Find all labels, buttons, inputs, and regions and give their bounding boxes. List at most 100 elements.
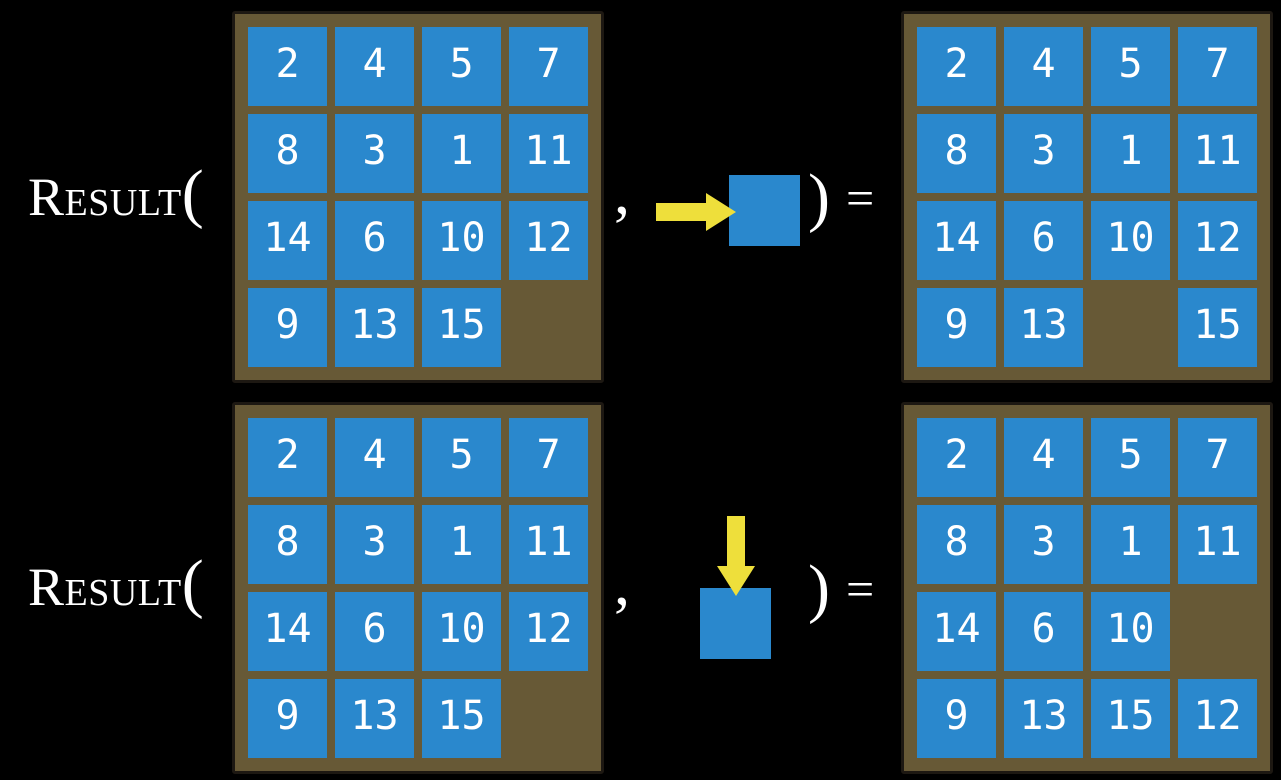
puzzle-tile-9: 9 — [248, 288, 327, 367]
puzzle-tile-4: 4 — [1004, 27, 1083, 106]
tile-number: 12 — [524, 214, 573, 261]
tile-number: 5 — [1118, 40, 1143, 87]
puzzle-tile-1: 1 — [422, 505, 501, 584]
tile-number: 13 — [1019, 301, 1068, 348]
tile-number: 4 — [1031, 431, 1056, 478]
tile-number: 5 — [449, 40, 474, 87]
tile-number: 2 — [275, 40, 300, 87]
puzzle-tile-5: 5 — [1091, 418, 1170, 497]
puzzle-tile-8: 8 — [248, 505, 327, 584]
close-paren-glyph: ) — [808, 552, 830, 625]
puzzle-tile-11: 11 — [509, 505, 588, 584]
puzzle-tile-13: 13 — [1004, 679, 1083, 758]
puzzle-tile-1: 1 — [1091, 114, 1170, 193]
tile-number: 11 — [524, 518, 573, 565]
tile-number: 15 — [1106, 692, 1155, 739]
puzzle-tile-9: 9 — [917, 288, 996, 367]
puzzle-tile-3: 3 — [1004, 505, 1083, 584]
puzzle-tile-7: 7 — [1178, 27, 1257, 106]
puzzle-tile-10: 10 — [422, 201, 501, 280]
puzzle-tile-11: 11 — [509, 114, 588, 193]
equals-sign: = — [845, 561, 875, 617]
tile-number: 8 — [275, 127, 300, 174]
tile-number: 8 — [944, 518, 969, 565]
tile-number: 2 — [275, 431, 300, 478]
tile-number: 15 — [437, 301, 486, 348]
function-name-text: Result — [28, 557, 182, 617]
tile-number: 9 — [275, 301, 300, 348]
function-name-text: Result — [28, 167, 182, 227]
tile-number: 2 — [944, 431, 969, 478]
puzzle-tile-1: 1 — [422, 114, 501, 193]
tile-number: 13 — [350, 301, 399, 348]
puzzle-tile-10: 10 — [1091, 201, 1170, 280]
tile-number: 10 — [1106, 214, 1155, 261]
puzzle-tile-6: 6 — [335, 592, 414, 671]
puzzle-tile-8: 8 — [248, 114, 327, 193]
puzzle-tile-11: 11 — [1178, 505, 1257, 584]
puzzle-tile-15: 15 — [1091, 679, 1170, 758]
tile-number: 15 — [437, 692, 486, 739]
tile-number: 3 — [1031, 127, 1056, 174]
puzzle-tile-12: 12 — [509, 201, 588, 280]
puzzle-tile-2: 2 — [917, 27, 996, 106]
moved-tile-square — [700, 588, 771, 659]
tile-number: 4 — [362, 40, 387, 87]
puzzle-tile-5: 5 — [422, 27, 501, 106]
tile-number: 10 — [437, 605, 486, 652]
result-function-label: Result( — [28, 161, 204, 227]
close-paren-equals: ) = — [808, 158, 874, 238]
puzzle-tile-3: 3 — [335, 114, 414, 193]
puzzle-tile-15: 15 — [422, 679, 501, 758]
empty-cell — [509, 288, 588, 367]
puzzle-tile-13: 13 — [335, 288, 414, 367]
open-paren-glyph: ( — [181, 547, 205, 620]
close-paren-equals: ) = — [808, 549, 874, 629]
tile-number: 5 — [449, 431, 474, 478]
tile-number: 8 — [275, 518, 300, 565]
puzzle-tile-6: 6 — [1004, 201, 1083, 280]
tile-number: 14 — [932, 605, 981, 652]
tile-number: 9 — [944, 692, 969, 739]
puzzle-tile-9: 9 — [917, 679, 996, 758]
moved-tile-square — [729, 175, 800, 246]
puzzle-tile-4: 4 — [1004, 418, 1083, 497]
empty-cell — [1091, 288, 1170, 367]
tile-number: 13 — [350, 692, 399, 739]
puzzle-tile-5: 5 — [422, 418, 501, 497]
puzzle-tile-2: 2 — [248, 27, 327, 106]
close-paren-glyph: ) — [808, 161, 830, 234]
tile-number: 7 — [536, 431, 561, 478]
puzzle-tile-1: 1 — [1091, 505, 1170, 584]
tile-number: 4 — [1031, 40, 1056, 87]
puzzle-tile-9: 9 — [248, 679, 327, 758]
puzzle-tile-10: 10 — [1091, 592, 1170, 671]
puzzle-tile-12: 12 — [509, 592, 588, 671]
tile-number: 8 — [944, 127, 969, 174]
tile-number: 5 — [1118, 431, 1143, 478]
tile-number: 6 — [362, 605, 387, 652]
puzzle-tile-14: 14 — [248, 201, 327, 280]
tile-number: 13 — [1019, 692, 1068, 739]
puzzle-tile-7: 7 — [1178, 418, 1257, 497]
tile-number: 7 — [1205, 431, 1230, 478]
empty-cell — [1178, 592, 1257, 671]
result-function-label: Result( — [28, 551, 204, 617]
comma-separator: , — [614, 547, 630, 618]
tile-number: 1 — [449, 127, 474, 174]
tile-number: 12 — [1193, 214, 1242, 261]
tile-number: 10 — [1106, 605, 1155, 652]
tile-number: 6 — [362, 214, 387, 261]
puzzle-tile-13: 13 — [335, 679, 414, 758]
tile-number: 6 — [1031, 605, 1056, 652]
tile-number: 14 — [263, 214, 312, 261]
tile-number: 6 — [1031, 214, 1056, 261]
tile-number: 11 — [1193, 518, 1242, 565]
tile-number: 14 — [932, 214, 981, 261]
tile-number: 9 — [275, 692, 300, 739]
puzzle-tile-14: 14 — [917, 592, 996, 671]
